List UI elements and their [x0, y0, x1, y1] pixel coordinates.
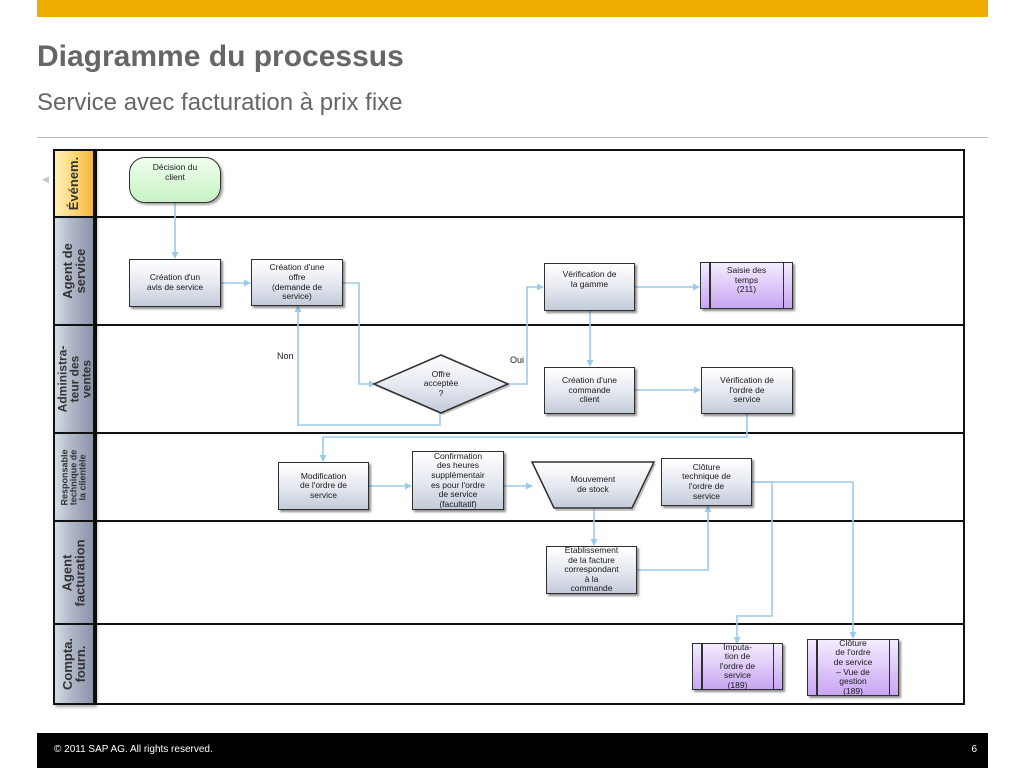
footer-copyright: © 2011 SAP AG. All rights reserved. — [54, 744, 213, 755]
lane-label-compta: Compta. fourn. — [53, 623, 95, 705]
start-event-decision-client[interactable]: Décision du client — [129, 157, 221, 203]
process-creation-offre[interactable]: Création d'une offre (demande de service… — [251, 259, 343, 306]
lane-label-admin-ventes: Administra- teur des ventes — [53, 324, 95, 434]
subprocess-cloture-gestion[interactable]: Clôture de l'ordre de service – Vue de g… — [807, 639, 899, 696]
process-etablissement-facture[interactable]: Établissement de la facture correspondan… — [546, 546, 637, 594]
title-divider — [37, 137, 988, 138]
lane-label-resp-tech: Responsable technique de la clientèle — [53, 432, 95, 522]
lane-agent-service — [95, 216, 965, 326]
process-verif-ordre[interactable]: Vérification de l'ordre de service — [701, 367, 793, 414]
edge-label-non: Non — [277, 351, 294, 361]
page-title: Diagramme du processus — [37, 40, 404, 73]
process-modif-ordre[interactable]: Modification de l'ordre de service — [278, 462, 369, 510]
process-verif-gamme[interactable]: Vérification de la gamme — [544, 263, 635, 311]
process-mouvement-stock-label: Mouvement de stock — [570, 474, 616, 494]
lane-resp-tech — [95, 432, 965, 522]
process-creation-commande[interactable]: Création d'une commande client — [544, 367, 635, 414]
triangle-left-icon: ◀ — [42, 174, 49, 184]
lane-label-evenem: Événem. — [53, 149, 95, 218]
lane-agent-fact — [95, 520, 965, 625]
subprocess-saisie-temps[interactable]: Saisie des temps (211) — [700, 262, 793, 309]
process-creation-avis[interactable]: Création d'un avis de service — [129, 259, 221, 307]
footer-bar: © 2011 SAP AG. All rights reserved. 6 — [37, 733, 988, 768]
lane-label-agent-fact: Agent facturation — [53, 520, 95, 625]
process-cloture-tech[interactable]: Clôture technique de l'ordre de service — [661, 458, 752, 506]
lane-label-agent-service: Agent de service — [53, 216, 95, 326]
subprocess-imputation[interactable]: Imputa- tion de l'ordre de service (189) — [692, 643, 783, 690]
accent-bar — [37, 0, 988, 17]
footer-page-number: 6 — [971, 744, 977, 755]
lane-evenem — [95, 149, 965, 218]
page-subtitle: Service avec facturation à prix fixe — [37, 89, 403, 116]
process-confirm-heures[interactable]: Confirmation des heures supplémentair es… — [412, 451, 504, 510]
edge-label-oui: Oui — [510, 355, 525, 365]
lane-admin-ventes — [95, 324, 965, 434]
decision-label: Offre acceptée ? — [423, 368, 459, 398]
